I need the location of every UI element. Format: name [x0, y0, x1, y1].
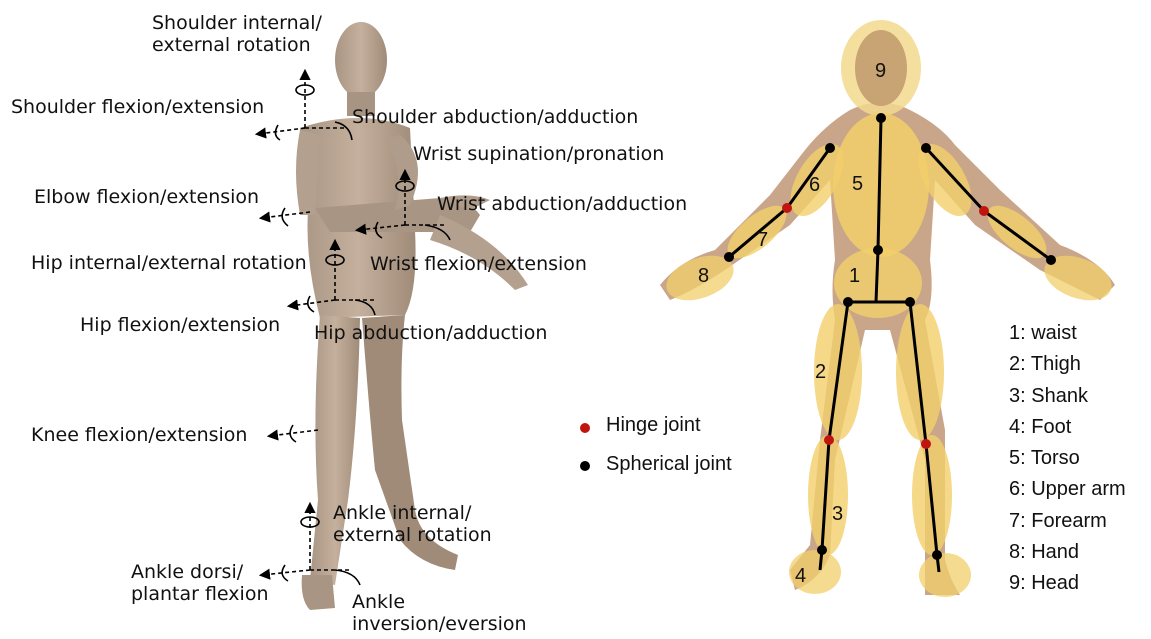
segment-number: 7	[757, 229, 768, 251]
label-line: Hip internal/external rotation	[31, 252, 307, 274]
spherical-joint-label: Spherical joint	[606, 453, 732, 476]
segment-number: 5	[852, 173, 863, 195]
label-ankle-dorsi: Ankle dorsi/ plantar flexion	[131, 561, 268, 605]
label-line: Knee flexion/extension	[31, 424, 247, 446]
segment-legend-item: 7: Forearm	[1009, 510, 1126, 541]
label-wrist-flexion: Wrist flexion/extension	[370, 253, 587, 275]
label-ankle-inversion: Ankle inversion/eversion	[352, 591, 527, 635]
label-hip-rotation: Hip internal/external rotation	[31, 252, 307, 274]
segment-legend: 1: waist 2: Thigh 3: Shank 4: Foot 5: To…	[1009, 322, 1126, 604]
label-shoulder-abduction: Shoulder abduction/adduction	[352, 106, 638, 128]
segment-legend-item: 1: waist	[1009, 322, 1126, 353]
segment-number: 6	[809, 174, 820, 196]
segment-legend-item: 4: Foot	[1009, 416, 1126, 447]
label-hip-flexion: Hip flexion/extension	[80, 314, 280, 336]
label-line: Shoulder internal/	[152, 12, 322, 34]
label-line: inversion/eversion	[352, 613, 527, 635]
label-hip-abduction: Hip abduction/adduction	[314, 322, 547, 344]
label-line: Wrist abduction/adduction	[437, 193, 687, 215]
label-line: Ankle	[352, 591, 527, 613]
label-shoulder-flexion: Shoulder flexion/extension	[11, 96, 264, 118]
segment-number: 9	[875, 60, 886, 82]
segment-number: 4	[795, 565, 806, 587]
spherical-joint-marker	[580, 461, 590, 471]
label-ankle-rotation: Ankle internal/ external rotation	[333, 502, 492, 546]
label-wrist-abduction: Wrist abduction/adduction	[437, 193, 687, 215]
hinge-joint-marker	[580, 423, 590, 433]
segment-legend-item: 5: Torso	[1009, 447, 1126, 478]
segment-number: 3	[832, 503, 843, 525]
label-line: external rotation	[152, 34, 322, 56]
label-wrist-supination: Wrist supination/pronation	[413, 143, 664, 165]
segment-number: 2	[815, 361, 826, 383]
label-line: Hip abduction/adduction	[314, 322, 547, 344]
segment-legend-item: 2: Thigh	[1009, 353, 1126, 384]
label-line: Ankle dorsi/	[131, 561, 268, 583]
segment-number: 8	[698, 265, 709, 287]
label-shoulder-rotation: Shoulder internal/ external rotation	[152, 12, 322, 56]
label-line: external rotation	[333, 524, 492, 546]
label-line: plantar flexion	[131, 583, 268, 605]
segment-legend-item: 9: Head	[1009, 572, 1126, 603]
label-line: Elbow flexion/extension	[34, 186, 259, 208]
segment-legend-item: 3: Shank	[1009, 385, 1126, 416]
label-line: Hip flexion/extension	[80, 314, 280, 336]
label-line: Shoulder flexion/extension	[11, 96, 264, 118]
label-line: Ankle internal/	[333, 502, 492, 524]
label-line: Wrist flexion/extension	[370, 253, 587, 275]
segment-number: 1	[849, 265, 860, 287]
label-elbow-flexion: Elbow flexion/extension	[34, 186, 259, 208]
label-knee-flexion: Knee flexion/extension	[31, 424, 247, 446]
label-line: Wrist supination/pronation	[413, 143, 664, 165]
hinge-joint-label: Hinge joint	[606, 414, 701, 437]
label-line: Shoulder abduction/adduction	[352, 106, 638, 128]
segment-legend-item: 6: Upper arm	[1009, 478, 1126, 509]
segment-legend-item: 8: Hand	[1009, 541, 1126, 572]
